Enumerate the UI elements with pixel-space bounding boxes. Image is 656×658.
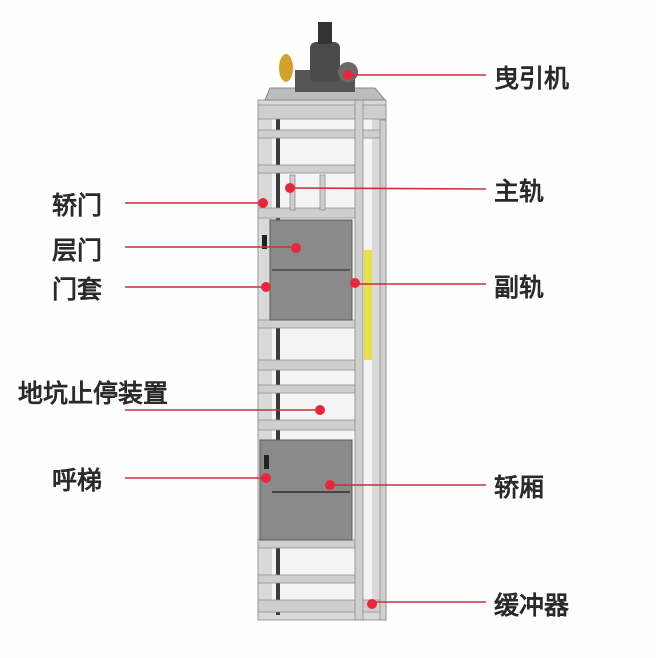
label-pit-stop-device: 地坑止停装置 [18, 379, 168, 408]
marker-buffer [367, 599, 377, 609]
label-call-button: 呼梯 [52, 466, 102, 495]
shaft-frame [257, 99, 387, 621]
label-main-rail: 主轨 [494, 177, 544, 206]
marker-car [325, 480, 335, 490]
landing-door-upper [262, 219, 353, 321]
marker-dots [258, 70, 377, 609]
marker-main-rail [285, 183, 295, 193]
leader-lines [125, 74, 487, 603]
car-body-lower [259, 439, 353, 541]
call-button-lower [264, 455, 269, 469]
marker-auxiliary-rail [350, 278, 360, 288]
label-door-frame: 门套 [52, 275, 103, 304]
marker-traction-machine [343, 70, 353, 80]
label-landing-door: 层门 [52, 236, 102, 265]
label-car-door: 轿门 [52, 191, 102, 220]
marker-car-door [258, 198, 268, 208]
label-auxiliary-rail: 副轨 [494, 273, 544, 302]
label-buffer: 缓冲器 [494, 591, 570, 620]
auxiliary-rail-yellow [364, 250, 372, 360]
label-traction-machine: 曳引机 [494, 64, 569, 93]
marker-call-button [261, 473, 271, 483]
traction-machine-graphic [264, 22, 387, 101]
marker-door-frame [261, 282, 271, 292]
label-car: 轿厢 [494, 473, 544, 502]
call-button-upper [262, 235, 267, 249]
marker-pit-stop-device [315, 405, 325, 415]
marker-landing-door [291, 243, 301, 253]
